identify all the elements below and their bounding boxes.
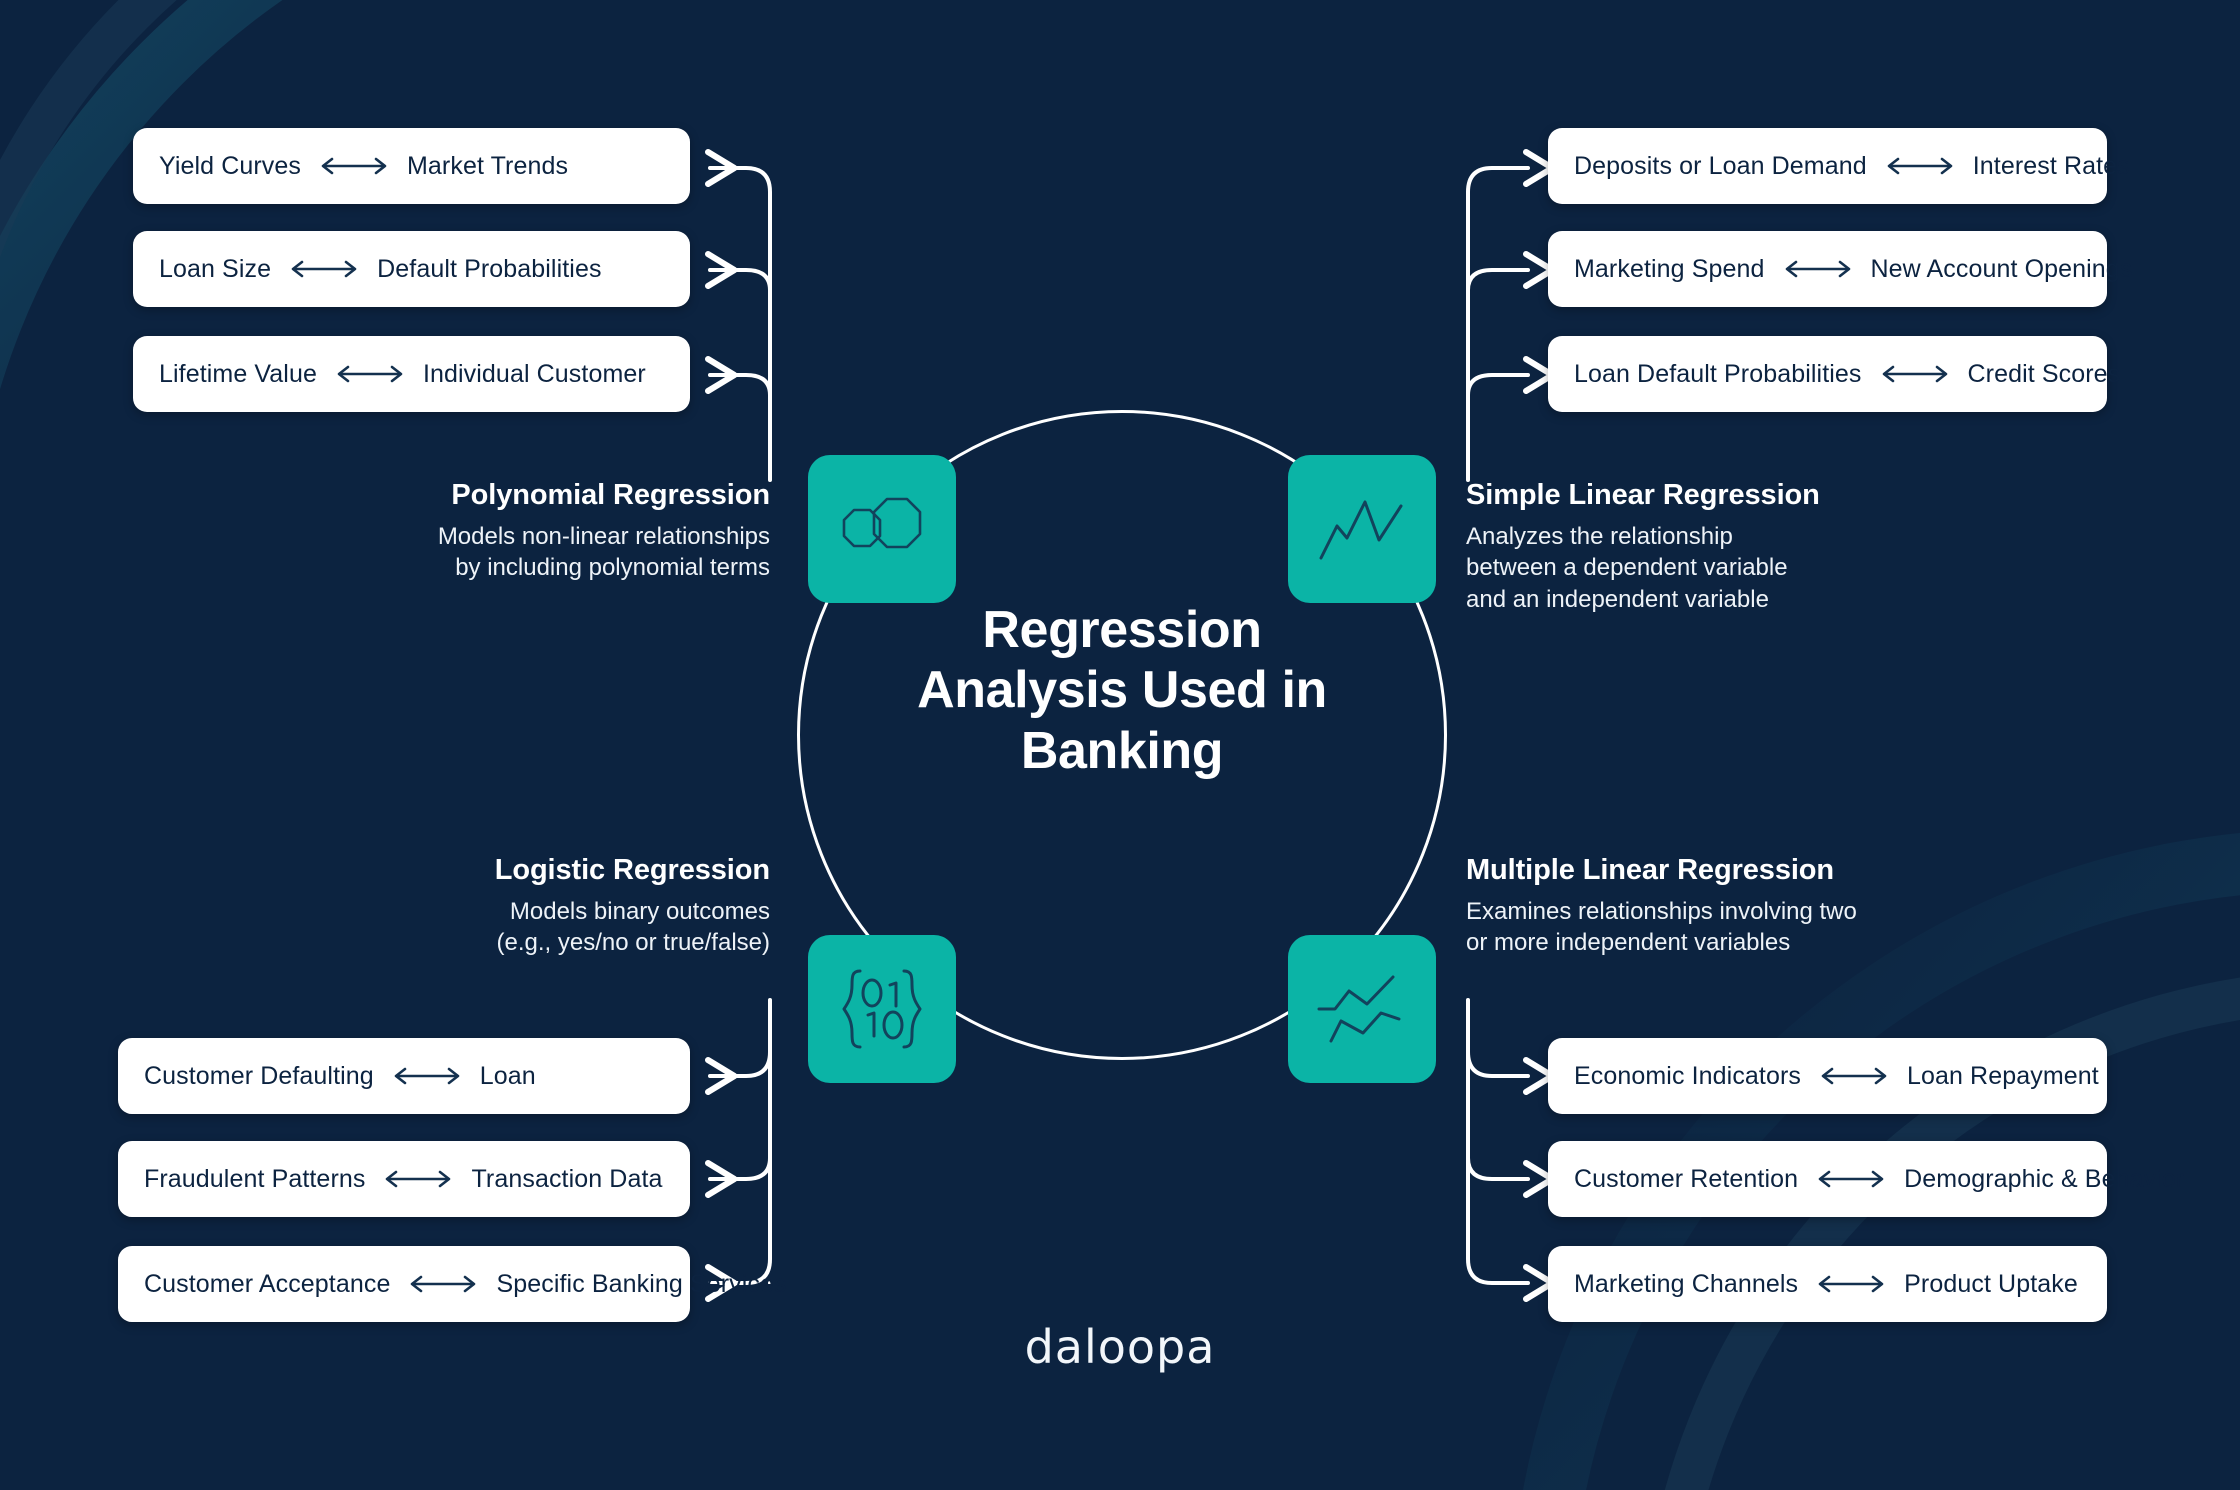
card-term-left: Deposits or Loan Demand [1574,151,1867,180]
category-desc-line-1: Models non-linear relationships [437,522,770,550]
card-term-right: Demographic & Behavior [1904,1164,2185,1193]
card-term-right: Individual Customer [422,359,646,388]
category-label-logistic: Logistic Regression Models binary outcom… [420,853,770,959]
relationship-card[interactable]: Fraudulent Patterns Transaction Data [118,1141,690,1217]
card-term-left: Customer Retention [1574,1164,1799,1193]
category-desc-line-3: and an independent variable [1466,586,1769,614]
card-term-left: Customer Defaulting [144,1061,374,1090]
relationship-card[interactable]: Yield Curves Market Trends [133,128,690,204]
relationship-card[interactable]: Marketing Channels Product Uptake [1548,1246,2107,1322]
category-desc-line-2: or more independent variables [1466,929,1791,957]
card-term-left: Fraudulent Patterns [144,1164,366,1193]
relationship-card[interactable]: Marketing Spend New Account Openings [1548,231,2132,307]
relationship-card[interactable]: Loan Default Probabilities Credit Scores [1548,336,2120,412]
card-term-right: Interest Rates [1972,151,2130,180]
center-title-line-2: Analysis Used in [917,661,1327,720]
icon-tile-polynomial[interactable] [808,455,956,603]
icon-tile-simple-linear[interactable] [1288,455,1436,603]
bidirectional-arrow-icon [379,1170,457,1188]
card-term-left: Loan Default Probabilities [1574,359,1862,388]
brand-logo-text: daloopa [1024,1320,1216,1374]
category-desc-line-2: between a dependent variable [1466,554,1788,582]
relationship-card[interactable]: Economic Indicators Loan Repayment [1548,1038,2107,1114]
bidirectional-arrow-icon [331,365,409,383]
relationship-card[interactable]: Loan Size Default Probabilities [133,231,690,307]
center-title-line-1: Regression [982,601,1262,659]
bidirectional-arrow-icon [285,260,363,278]
bidirectional-arrow-icon [1815,1067,1893,1085]
multi-trend-lines-icon [1315,971,1409,1047]
category-title: Simple Linear Regression [1466,479,1820,511]
brand-logo: daloopa [0,1320,2240,1374]
bidirectional-arrow-icon [388,1067,466,1085]
card-term-left: Yield Curves [159,151,301,180]
card-term-right: Specific Banking Services [496,1269,787,1298]
bidirectional-arrow-icon [315,157,393,175]
relationship-card[interactable]: Customer Acceptance Specific Banking Ser… [118,1246,787,1322]
center-title-line-3: Banking [1020,721,1224,780]
card-term-right: Loan Repayment [1907,1061,2099,1090]
bidirectional-arrow-icon [1812,1170,1890,1188]
card-term-left: Lifetime Value [159,359,317,388]
bidirectional-arrow-icon [1881,157,1959,175]
icon-tile-multiple-linear[interactable] [1288,935,1436,1083]
center-circle-outline [797,410,1447,1060]
category-desc-line-2: by including polynomial terms [455,554,770,582]
bidirectional-arrow-icon [1812,1275,1890,1293]
category-label-multiple-linear: Multiple Linear Regression Examines rela… [1466,853,1906,959]
overlapping-octagons-icon [834,490,930,568]
card-term-left: Customer Acceptance [144,1269,391,1298]
card-term-left: Loan Size [159,254,272,283]
bidirectional-arrow-icon [1779,260,1857,278]
card-term-left: Marketing Channels [1574,1269,1799,1298]
category-label-polynomial: Polynomial Regression Models non-linear … [420,478,770,584]
binary-braces-icon [836,963,928,1055]
icon-tile-logistic[interactable] [808,935,956,1083]
card-term-right: Loan [479,1061,536,1090]
card-term-right: Product Uptake [1904,1269,2078,1298]
category-desc-line-2: (e.g., yes/no or true/false) [496,929,770,957]
card-term-right: Credit Scores [1967,359,2121,388]
card-term-right: Transaction Data [471,1164,663,1193]
relationship-card[interactable]: Customer Retention Demographic & Behavio… [1548,1141,2184,1217]
relationship-card[interactable]: Lifetime Value Individual Customer [133,336,690,412]
card-term-right: Market Trends [407,151,569,180]
category-desc-line-1: Models binary outcomes [509,897,770,925]
relationship-card[interactable]: Deposits or Loan Demand Interest Rates [1548,128,2130,204]
card-term-right: New Account Openings [1870,254,2133,283]
category-label-simple-linear: Simple Linear Regression Analyzes the re… [1466,478,1886,616]
bidirectional-arrow-icon [404,1275,482,1293]
card-term-right: Default Probabilities [377,254,602,283]
card-term-left: Marketing Spend [1574,254,1765,283]
bidirectional-arrow-icon [1876,365,1954,383]
category-desc-line-1: Analyzes the relationship [1466,522,1733,550]
category-title: Polynomial Regression [451,479,770,511]
card-term-left: Economic Indicators [1574,1061,1801,1090]
relationship-card[interactable]: Customer Defaulting Loan [118,1038,690,1114]
zigzag-trend-line-icon [1317,496,1407,562]
category-title: Multiple Linear Regression [1466,854,1835,886]
page-title: Regression Analysis Used in Banking [797,600,1447,781]
category-desc-line-1: Examines relationships involving two [1466,897,1857,925]
category-title: Logistic Regression [494,854,770,886]
